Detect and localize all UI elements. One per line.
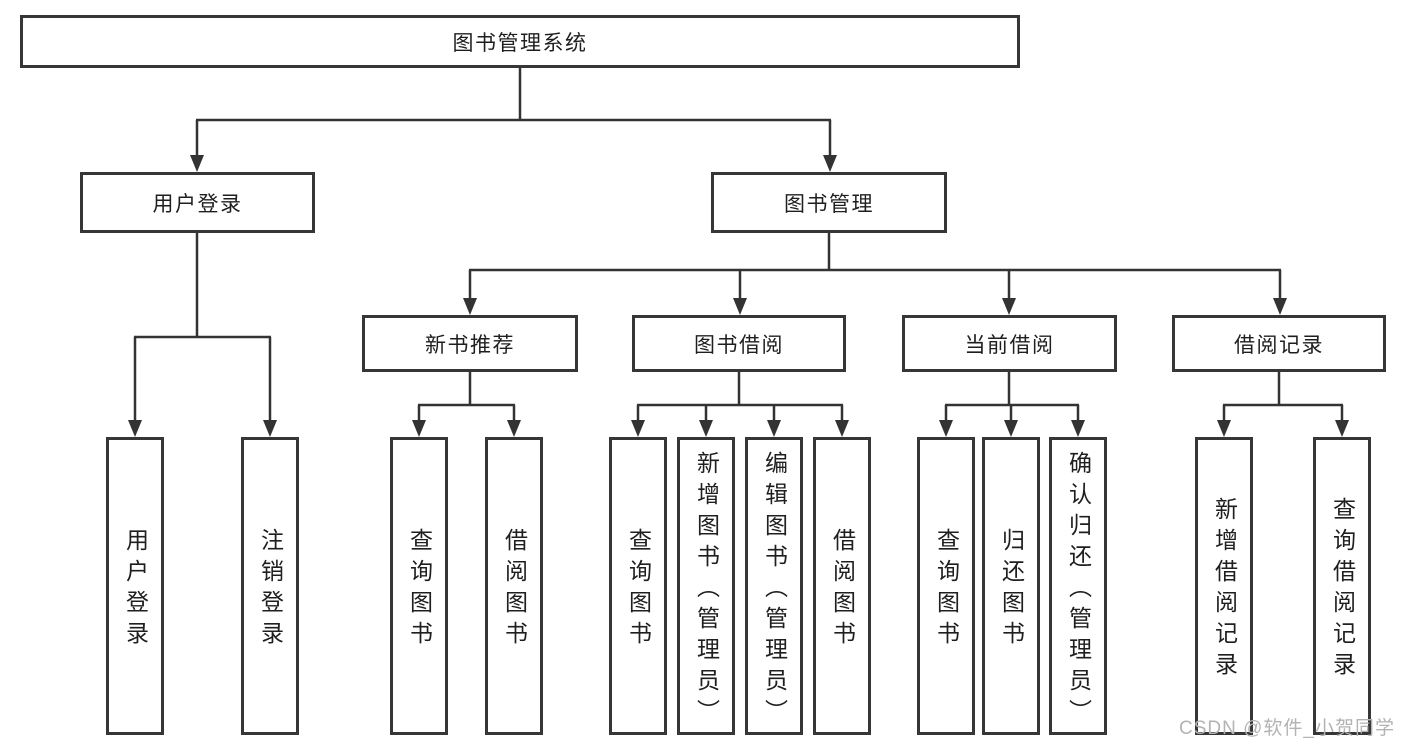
node-user-login-group: 用户登录: [80, 172, 315, 233]
node-book-borrow: 图书借阅: [632, 315, 846, 372]
leaf-return-book: 归还图书: [982, 437, 1040, 735]
leaf-borrow-books-1: 借阅图书: [485, 437, 543, 735]
leaf-edit-book-admin: 编辑图书（管理员）: [745, 437, 803, 735]
leaf-add-borrow-record: 新增借阅记录: [1195, 437, 1253, 735]
node-new-book-recommend: 新书推荐: [362, 315, 578, 372]
leaf-borrow-books-1-label: 借阅图书: [501, 528, 528, 652]
leaf-add-borrow-record-label: 新增借阅记录: [1211, 497, 1238, 683]
leaf-query-borrow-record: 查询借阅记录: [1313, 437, 1371, 735]
leaf-add-book-admin: 新增图书（管理员）: [677, 437, 735, 735]
leaf-borrow-books-2: 借阅图书: [813, 437, 871, 735]
leaf-logout: 注销登录: [241, 437, 299, 735]
leaf-query-books-3: 查询图书: [917, 437, 975, 735]
leaf-query-books-1: 查询图书: [390, 437, 448, 735]
leaf-user-login: 用户登录: [106, 437, 164, 735]
leaf-query-books-2-label: 查询图书: [625, 528, 652, 652]
leaf-confirm-return-admin: 确认归还（管理员）: [1049, 437, 1107, 735]
leaf-query-borrow-record-label: 查询借阅记录: [1329, 497, 1356, 683]
leaf-logout-label: 注销登录: [257, 528, 284, 652]
node-book-management: 图书管理: [711, 172, 947, 233]
leaf-user-login-label: 用户登录: [122, 528, 149, 652]
leaf-add-book-admin-label: 新增图书（管理员）: [693, 450, 720, 730]
node-current-borrow: 当前借阅: [902, 315, 1117, 372]
leaf-edit-book-admin-label: 编辑图书（管理员）: [761, 450, 788, 730]
leaf-confirm-return-admin-label: 确认归还（管理员）: [1065, 450, 1092, 730]
leaf-query-books-3-label: 查询图书: [933, 528, 960, 652]
leaf-borrow-books-2-label: 借阅图书: [829, 528, 856, 652]
arrowheads: [128, 155, 1349, 437]
node-borrow-records: 借阅记录: [1172, 315, 1386, 372]
csdn-watermark: CSDN @软件_小贺同学: [1179, 718, 1395, 739]
leaf-query-books-1-label: 查询图书: [406, 528, 433, 652]
leaf-query-books-2: 查询图书: [609, 437, 667, 735]
node-root: 图书管理系统: [20, 15, 1020, 68]
leaf-return-book-label: 归还图书: [998, 528, 1025, 652]
